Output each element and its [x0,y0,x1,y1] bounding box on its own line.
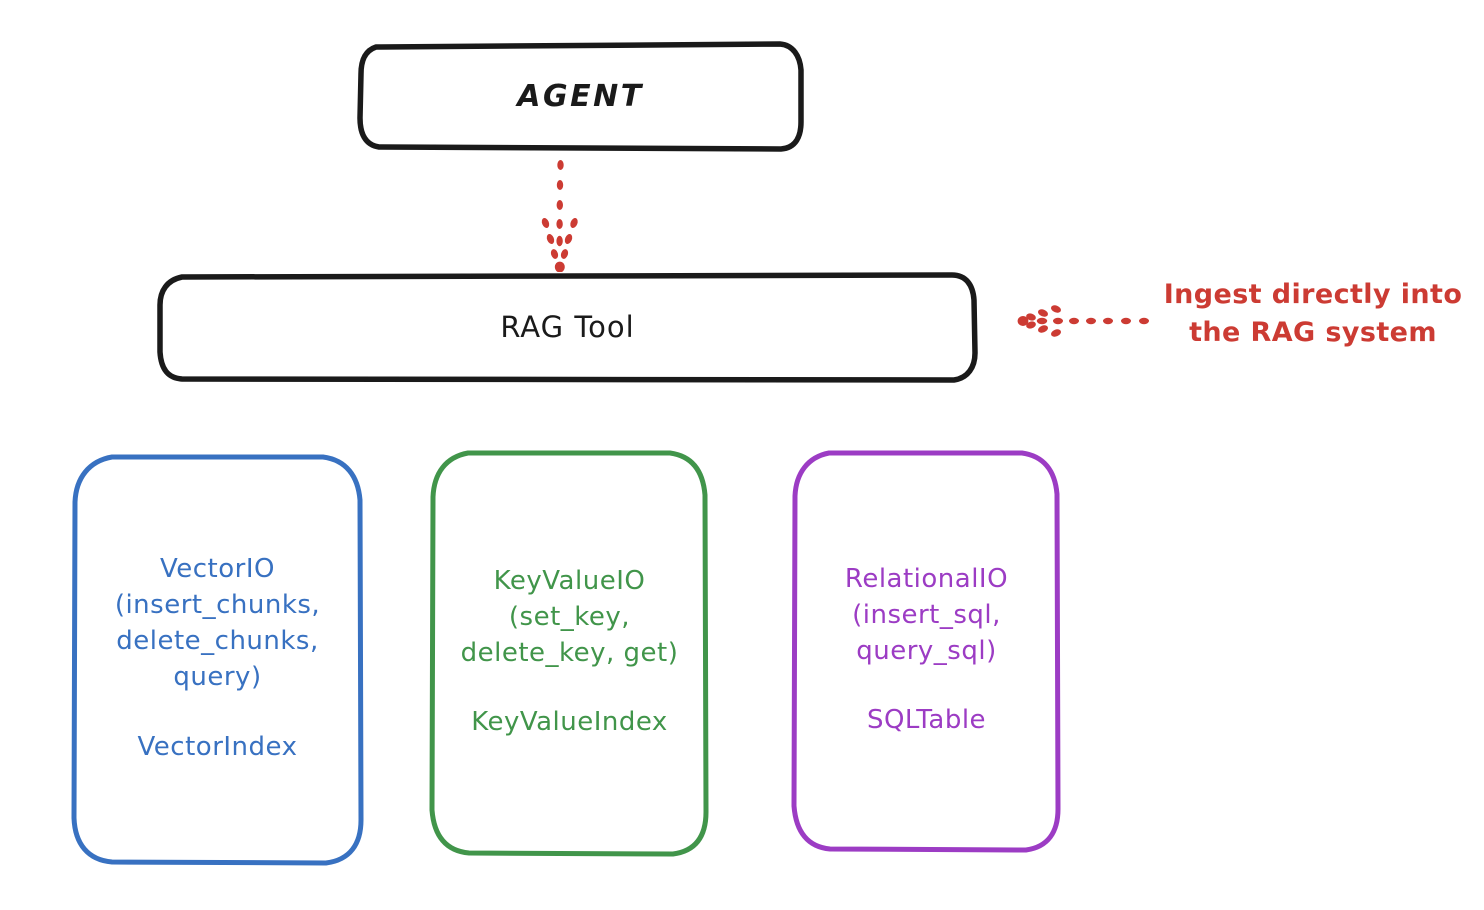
node-key-value-io[interactable]: KeyValueIO (set_key, delete_key, get) Ke… [428,448,711,857]
connector-ingest-to-rag-tool [1017,305,1149,337]
node-vector-io[interactable]: VectorIO (insert_chunks, delete_chunks, … [70,452,365,866]
node-agent[interactable]: AGENT [357,40,804,153]
node-relational-io-api-label: RelationalIO (insert_sql, query_sql) [844,563,1009,666]
node-vector-io-api-label: VectorIO (insert_chunks, delete_chunks, … [114,554,321,692]
node-key-value-io-index-label: KeyValueIndex [471,707,668,738]
node-key-value-io-api-label: KeyValueIO (set_key, delete_key, get) [460,565,679,668]
annotation-ingest-label: Ingest directly into the RAG system [1163,279,1463,349]
node-relational-io-index-label: SQLTable [866,705,987,736]
node-relational-io[interactable]: RelationalIO (insert_sql, query_sql) SQL… [790,448,1063,853]
connector-agent-to-rag-tool [541,160,578,273]
node-rag-tool-label: RAG Tool [500,309,635,344]
node-rag-tool[interactable]: RAG Tool [156,272,979,383]
node-agent-label: AGENT [517,79,644,114]
node-vector-io-index-label: VectorIndex [137,731,298,762]
